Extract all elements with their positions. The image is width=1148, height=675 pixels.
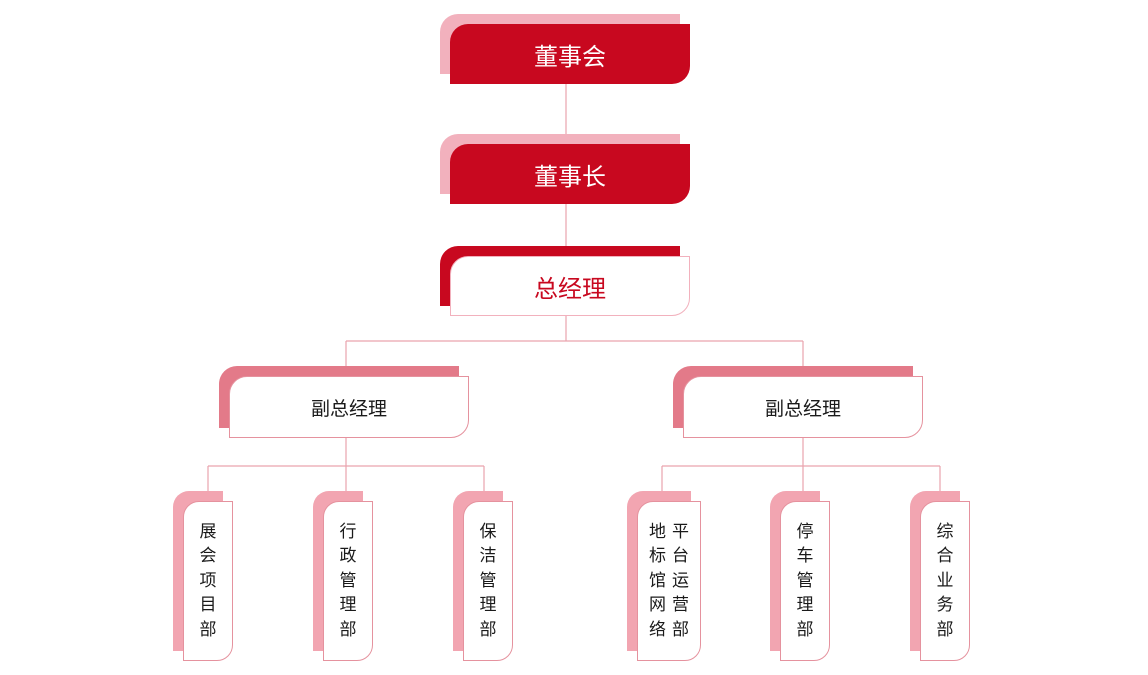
node-unit-parking-box: 停车管理部	[780, 501, 830, 661]
node-unit-exhibition-box: 展会项目部	[183, 501, 233, 661]
unit-label-char: 部	[796, 619, 814, 640]
unit-label-char: 行	[339, 521, 357, 542]
unit-label-char: 车	[796, 546, 814, 567]
node-board-box: 董事会	[450, 24, 690, 84]
unit-label-char: 地	[649, 521, 666, 542]
unit-label-char: 部	[199, 619, 217, 640]
node-general-manager-label: 总经理	[534, 274, 606, 303]
unit-label-column: 行政管理部	[340, 520, 357, 643]
unit-label-char: 停	[796, 521, 814, 542]
unit-label-char: 络	[649, 619, 666, 640]
node-general-manager-box: 总经理	[450, 256, 690, 316]
unit-label-column: 停车管理部	[797, 520, 814, 643]
unit-label-char: 理	[796, 595, 814, 616]
unit-label-char: 政	[339, 546, 357, 567]
unit-label-char: 营	[672, 595, 689, 616]
node-unit-landmark-platform-box: 地标馆网络平台运营部	[637, 501, 701, 661]
unit-label-char: 网	[649, 595, 666, 616]
unit-label-char: 项	[199, 570, 217, 591]
unit-label-char: 业	[936, 570, 954, 591]
node-deputy-left-box: 副总经理	[229, 376, 469, 438]
unit-label-char: 部	[479, 619, 497, 640]
unit-label-char: 洁	[479, 546, 497, 567]
unit-label-char: 部	[936, 619, 954, 640]
unit-label-char: 台	[672, 546, 689, 567]
unit-label-char: 管	[479, 570, 497, 591]
node-unit-general-affairs-box: 综合业务部	[920, 501, 970, 661]
node-board-label: 董事会	[534, 42, 606, 71]
unit-label-column: 综合业务部	[937, 520, 954, 643]
node-chairman-label: 董事长	[534, 162, 606, 191]
unit-label-column: 平台运营部	[672, 520, 689, 643]
node-unit-administration-box: 行政管理部	[323, 501, 373, 661]
unit-label-char: 合	[936, 546, 954, 567]
unit-label-char: 平	[672, 521, 689, 542]
unit-label-char: 理	[339, 595, 357, 616]
unit-label-char: 管	[339, 570, 357, 591]
node-deputy-left-label: 副总经理	[310, 397, 387, 420]
node-deputy-right-box: 副总经理	[683, 376, 923, 438]
unit-label-column: 展会项目部	[200, 520, 217, 643]
node-deputy-right-label: 副总经理	[764, 397, 841, 420]
unit-label-char: 会	[199, 546, 217, 567]
node-unit-cleaning-box: 保洁管理部	[463, 501, 513, 661]
unit-label-char: 管	[796, 570, 814, 591]
unit-label-char: 部	[672, 619, 689, 640]
unit-label-char: 保	[479, 521, 497, 542]
unit-label-char: 目	[199, 595, 217, 616]
unit-label-char: 展	[199, 521, 217, 542]
unit-label-char: 标	[649, 546, 666, 567]
node-chairman-box: 董事长	[450, 144, 690, 204]
unit-label-char: 运	[672, 570, 689, 591]
unit-label-char: 务	[936, 595, 954, 616]
unit-label-char: 部	[339, 619, 357, 640]
unit-label-char: 理	[479, 595, 497, 616]
unit-label-column: 地标馆网络	[649, 520, 666, 643]
unit-label-char: 馆	[649, 570, 666, 591]
unit-label-column: 保洁管理部	[480, 520, 497, 643]
unit-label-char: 综	[936, 521, 954, 542]
